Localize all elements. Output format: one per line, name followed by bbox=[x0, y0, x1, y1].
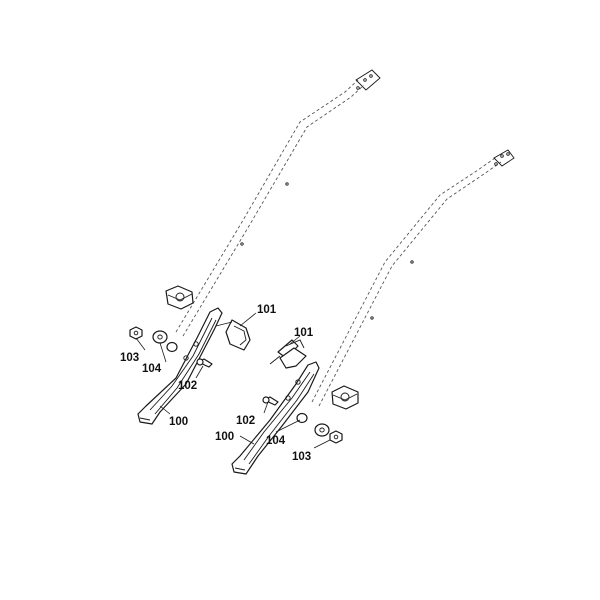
right-bolt bbox=[262, 396, 279, 406]
callout-left-100: 100 bbox=[169, 416, 188, 428]
left-handle-assembly bbox=[129, 69, 381, 425]
left-upper-handle-tube bbox=[175, 69, 381, 337]
right-handle-assembly bbox=[231, 149, 515, 475]
callout-right-102: 102 bbox=[236, 415, 255, 427]
left-washer bbox=[152, 330, 178, 353]
left-cable-clip bbox=[215, 319, 251, 351]
callout-left-101: 101 bbox=[257, 304, 277, 316]
callout-leaders bbox=[135, 312, 331, 449]
callout-left-102: 102 bbox=[178, 380, 197, 392]
callout-right-100: 100 bbox=[215, 431, 234, 443]
right-nut bbox=[329, 430, 343, 444]
callout-right-103: 103 bbox=[292, 451, 311, 463]
right-cable-clip bbox=[269, 339, 307, 369]
callout-left-104: 104 bbox=[142, 363, 162, 375]
left-clamp-knob bbox=[165, 285, 194, 310]
callout-labels: 101 103 104 102 100 101 102 104 100 103 bbox=[120, 304, 314, 463]
left-lower-handle-bar bbox=[137, 307, 223, 425]
left-bolt bbox=[196, 358, 213, 368]
callout-left-103: 103 bbox=[120, 352, 139, 364]
callout-right-104: 104 bbox=[266, 435, 286, 447]
right-upper-handle-tube bbox=[311, 149, 515, 407]
callout-right-101: 101 bbox=[294, 327, 314, 339]
left-nut bbox=[129, 326, 143, 340]
right-washer bbox=[296, 412, 330, 437]
right-clamp-knob bbox=[331, 385, 359, 410]
right-lower-handle-bar bbox=[231, 361, 320, 475]
